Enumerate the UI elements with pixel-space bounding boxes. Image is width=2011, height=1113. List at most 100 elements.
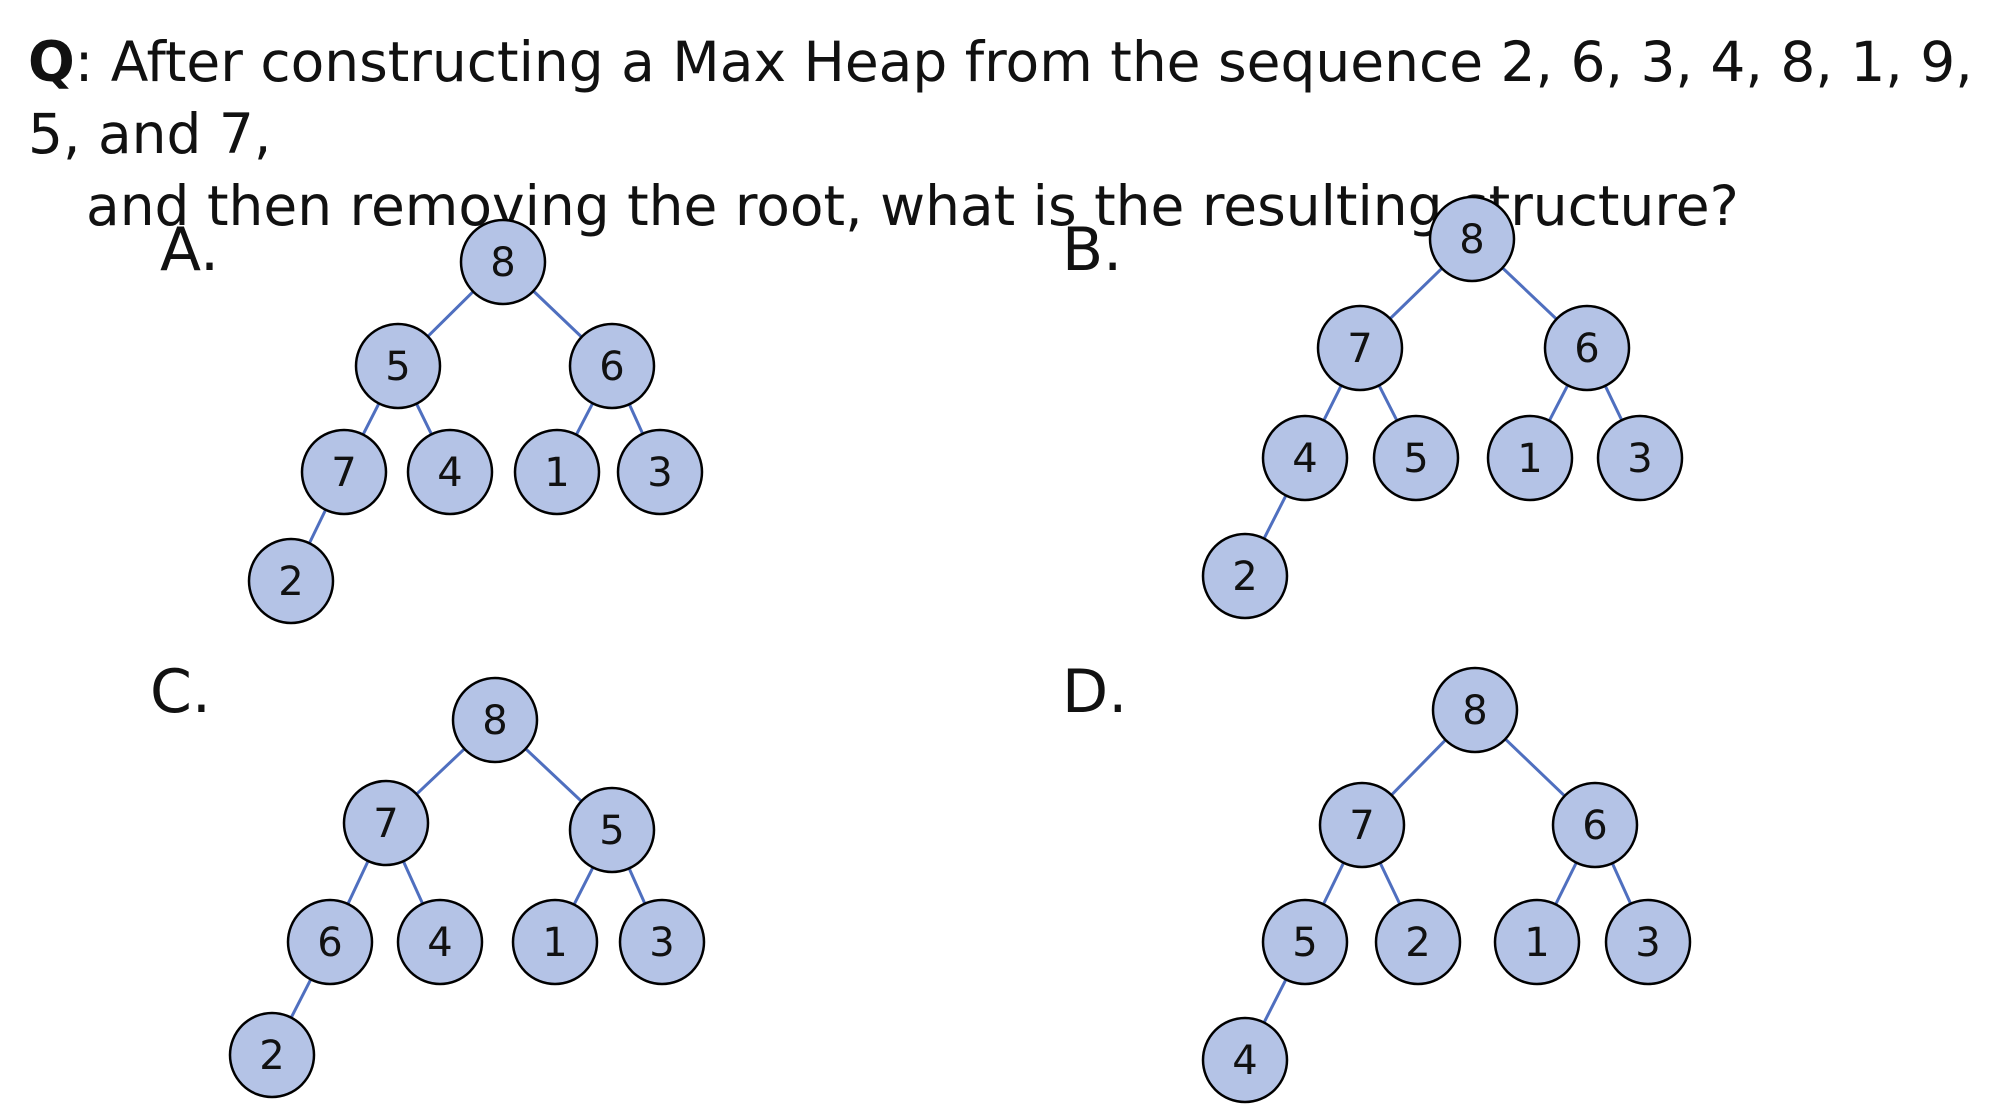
tree-edge: [415, 747, 466, 796]
node-circle: [286, 898, 374, 986]
node-circle: [1493, 898, 1581, 986]
node-circle: [459, 218, 547, 306]
tree-node: 6: [286, 898, 374, 986]
tree-edge: [532, 289, 583, 339]
tree-node: 8: [1428, 195, 1516, 283]
tree-node: 5: [1372, 414, 1460, 502]
tree-edge: [1322, 862, 1345, 905]
node-value: 5: [385, 344, 410, 390]
tree-edge: [1501, 266, 1558, 321]
node-circle: [1261, 414, 1349, 502]
tree-edge: [627, 403, 645, 435]
tree-node: 8: [451, 676, 539, 764]
tree-edge: [627, 867, 647, 905]
node-value: 2: [259, 1033, 284, 1079]
node-value: 7: [373, 801, 398, 847]
node-circle: [300, 428, 388, 516]
node-circle: [396, 898, 484, 986]
node-circle: [1428, 195, 1516, 283]
tree-edge: [1377, 384, 1399, 422]
question-prefix: Q: [28, 30, 75, 94]
node-value: 3: [647, 450, 672, 496]
tree-node: 7: [1316, 304, 1404, 392]
node-value: 4: [1292, 436, 1317, 482]
tree-edge: [361, 402, 381, 436]
tree-node: 4: [396, 898, 484, 986]
tree-node: 4: [1261, 414, 1349, 502]
tree-node: 6: [568, 322, 656, 410]
node-value: 8: [1459, 217, 1484, 263]
tree-edge: [1389, 267, 1443, 320]
tree-node: 1: [513, 428, 601, 516]
node-circle: [1201, 1016, 1289, 1104]
tree-edge: [1547, 384, 1570, 422]
tree-edge: [1262, 978, 1288, 1024]
node-circle: [228, 1011, 316, 1099]
node-value: 4: [427, 920, 452, 966]
tree-node: 7: [342, 779, 430, 867]
node-value: 2: [1232, 554, 1257, 600]
tree-edge: [1554, 861, 1578, 906]
node-value: 1: [1517, 436, 1542, 482]
node-circle: [568, 322, 656, 410]
node-value: 8: [482, 698, 507, 744]
tree-node: 8: [459, 218, 547, 306]
node-value: 6: [599, 344, 624, 390]
option-label: C.: [150, 657, 211, 727]
tree-node: 1: [1493, 898, 1581, 986]
tree-edge: [1504, 737, 1566, 798]
tree-node: 5: [1261, 898, 1349, 986]
node-value: 8: [1462, 688, 1487, 734]
tree-node: 8: [1431, 666, 1519, 754]
node-circle: [406, 428, 494, 516]
tree-edge: [308, 509, 327, 544]
tree-node: 4: [406, 428, 494, 516]
node-circle: [451, 676, 539, 764]
node-circle: [1201, 532, 1289, 620]
tree-node: 6: [1543, 304, 1631, 392]
tree-edge: [1262, 494, 1288, 540]
tree-edge: [346, 860, 370, 905]
node-circle: [247, 537, 335, 625]
node-value: 2: [1405, 920, 1430, 966]
node-value: 5: [1292, 920, 1317, 966]
node-circle: [1318, 781, 1406, 869]
tree-edge: [1603, 385, 1624, 421]
node-circle: [1551, 781, 1639, 869]
tree-node: 3: [616, 428, 704, 516]
node-circle: [1261, 898, 1349, 986]
node-circle: [1316, 304, 1404, 392]
node-circle: [1431, 666, 1519, 754]
node-value: 1: [544, 450, 569, 496]
node-value: 7: [1347, 326, 1372, 372]
node-circle: [618, 898, 706, 986]
tree-node: 2: [228, 1011, 316, 1099]
option-label: D.: [1062, 657, 1127, 727]
tree-edge: [401, 860, 425, 905]
node-circle: [342, 779, 430, 867]
node-value: 4: [1232, 1038, 1257, 1084]
option-label: A.: [160, 215, 219, 285]
node-value: 6: [317, 920, 342, 966]
node-value: 1: [1524, 920, 1549, 966]
tree-edge: [1390, 738, 1447, 797]
node-circle: [1372, 414, 1460, 502]
node-value: 4: [437, 450, 462, 496]
tree-edge: [524, 747, 583, 803]
question-line-1: : After constructing a Max Heap from the…: [28, 30, 1973, 166]
node-value: 8: [490, 240, 515, 286]
node-value: 5: [599, 808, 624, 854]
tree-edge: [1610, 862, 1633, 905]
tree-node: 2: [1374, 898, 1462, 986]
tree-node: 5: [568, 786, 656, 874]
tree-node: 3: [1604, 898, 1692, 986]
node-circle: [1596, 414, 1684, 502]
tree-node: 5: [354, 322, 442, 410]
tree-edge: [575, 402, 594, 436]
node-circle: [1543, 304, 1631, 392]
